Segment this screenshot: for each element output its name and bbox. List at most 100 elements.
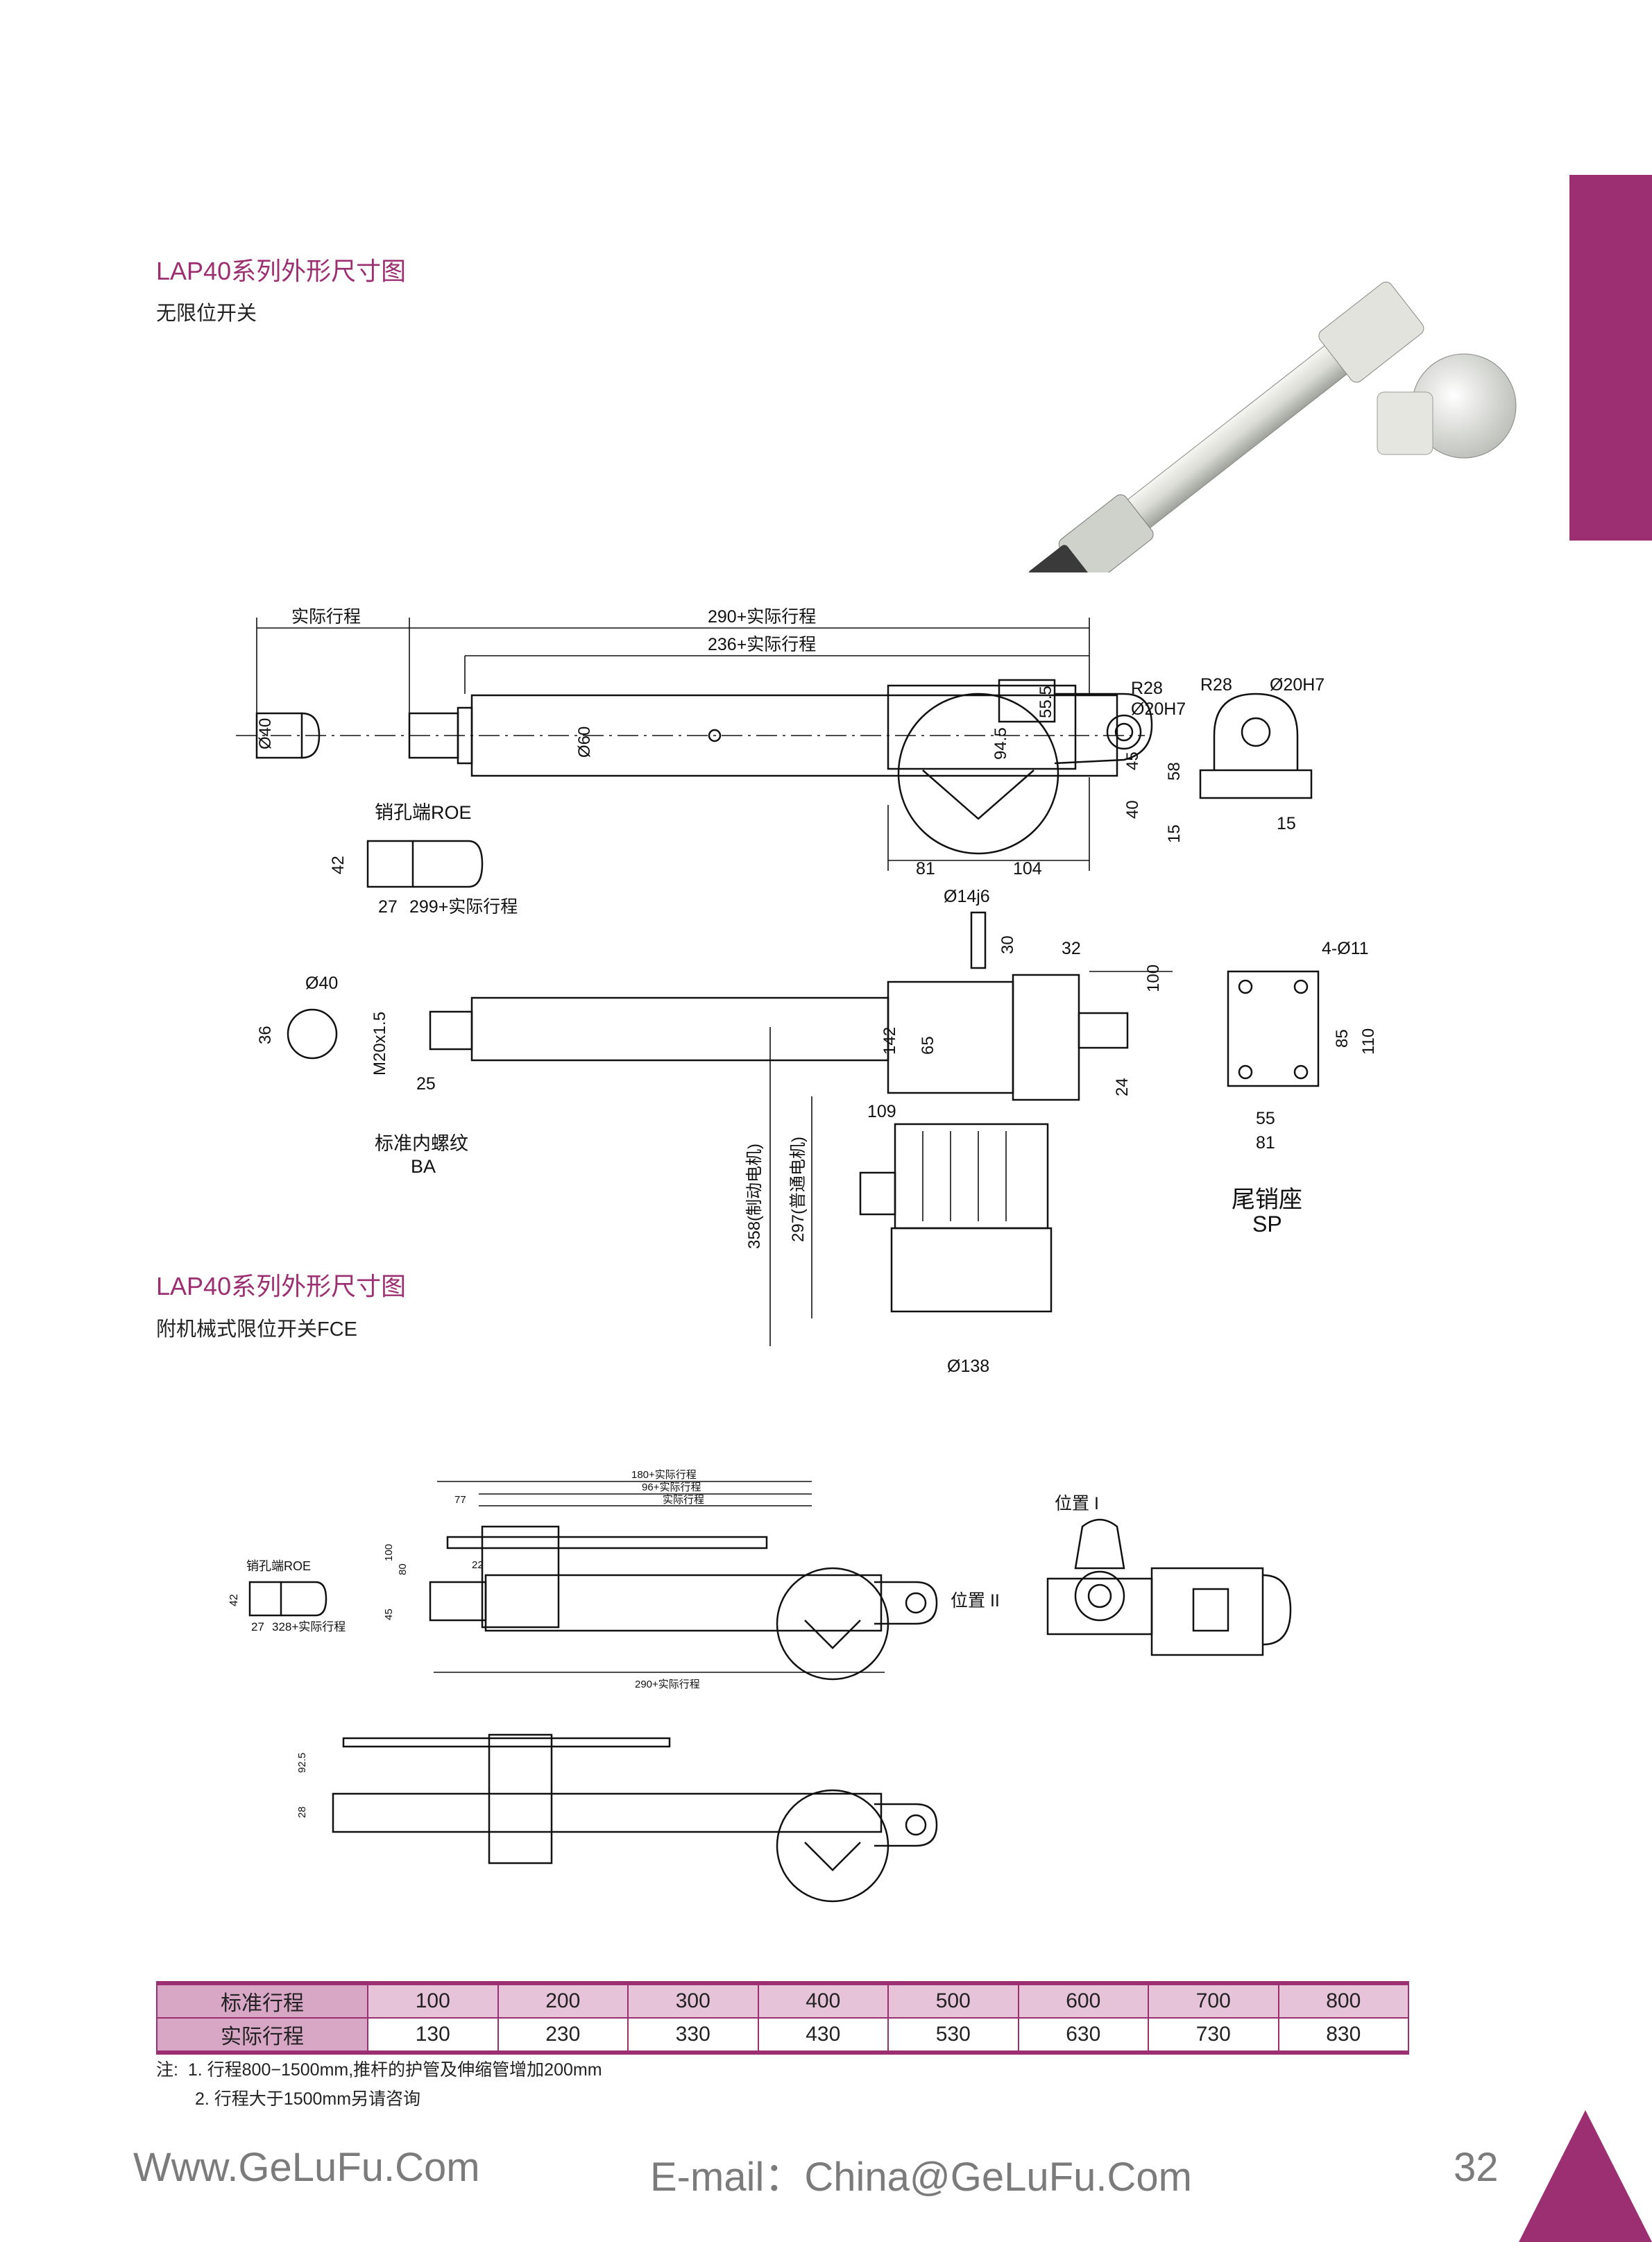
dim-15-a: 15 [1165,824,1184,843]
dim-d40: Ø40 [256,718,275,749]
note-2: 2. 行程大于1500mm另请咨询 [195,2089,421,2109]
ba-label: 标准内螺纹 [375,1133,468,1154]
d2-roe-27: 27 [251,1620,264,1633]
table-cell: 230 [497,2018,629,2053]
table-cell: 200 [497,1983,629,2019]
footer-website[interactable]: Www.GeLuFu.Com [133,2145,480,2190]
d2-96: 96+实际行程 [642,1481,701,1493]
dim-45: 45 [1123,751,1142,770]
dim-236: 236+实际行程 [708,635,816,654]
table-cell: 330 [627,2018,759,2053]
dim-358: 358(制动电机) [745,1144,764,1249]
table-cell: 500 [887,1983,1019,2019]
dim-945: 94.5 [991,727,1010,760]
section2-title: LAP40系列外形尺寸图 [156,1272,407,1300]
d2-45: 45 [383,1608,395,1620]
ba-code: BA [411,1156,436,1177]
table-cell: 700 [1148,1983,1279,2019]
table-row: 标准行程 100 200 300 400 500 600 700 800 [156,1983,1409,2019]
dim-290: 290+实际行程 [708,607,816,627]
d2-pos2: 位置 II [951,1591,1000,1611]
d2-22: 22 [472,1559,484,1571]
roe-label: 销孔端ROE [375,802,472,823]
dim-d138: Ø138 [947,1357,989,1376]
dim-104: 104 [1013,859,1042,878]
d2-roe-label: 销孔端ROE [246,1559,311,1573]
table-cell: 300 [627,1983,759,2019]
dim-142: 142 [880,1027,899,1055]
row-label: 标准行程 [156,1983,368,2019]
d2-925: 92.5 [296,1753,308,1773]
table-cell: 630 [1017,2018,1149,2053]
notes: 注: 1. 行程800−1500mm,推杆的护管及伸缩管增加200mm 2. 行… [156,2055,602,2114]
d2-80: 80 [397,1563,409,1575]
notes-prefix: 注: [156,2060,178,2080]
dim-d60: Ø60 [575,727,594,758]
section1-title: LAP40系列外形尺寸图 [156,257,407,285]
sp-81: 81 [1256,1133,1275,1153]
d2-100: 100 [383,1544,395,1561]
roe-299: 299+实际行程 [409,897,518,917]
table-cell: 730 [1148,2018,1279,2053]
dim-15-b: 15 [1277,814,1296,833]
section1-subtitle: 无限位开关 [156,303,257,325]
dim-297: 297(普通电机) [789,1137,808,1242]
sp-85: 85 [1333,1029,1352,1048]
stroke-table: 标准行程 100 200 300 400 500 600 700 800 实际行… [156,1981,1409,2055]
d2-pos1: 位置 I [1055,1494,1099,1513]
sp-holes: 4-Ø11 [1322,939,1369,958]
d2-28: 28 [296,1806,308,1818]
table-cell: 530 [887,2018,1019,2053]
dim-40: 40 [1123,800,1142,819]
dim-24: 24 [1113,1078,1132,1096]
ba-m20: M20x1.5 [371,1012,389,1076]
sp-55: 55 [1256,1109,1275,1128]
table-cell: 100 [367,1983,499,2019]
side-tab [1569,175,1652,541]
row-label: 实际行程 [156,2018,368,2053]
d2-stroke: 实际行程 [663,1494,704,1506]
dim-d20-a: Ø20H7 [1131,699,1186,719]
d2-180: 180+实际行程 [631,1469,697,1481]
dim-actual-stroke: 实际行程 [291,607,361,627]
footer-email[interactable]: E-mail：China@GeLuFu.Com [650,2155,1192,2200]
ba-25: 25 [416,1074,436,1094]
table-cell: 600 [1017,1983,1149,2019]
dim-r28-b: R28 [1200,675,1232,695]
dim-100: 100 [1144,965,1163,992]
d2-290: 290+实际行程 [635,1679,700,1690]
page-number: 32 [1454,2145,1499,2190]
dim-r28-a: R28 [1131,679,1163,698]
ba-36: 36 [256,1026,275,1044]
note-1: 1. 行程800−1500mm,推杆的护管及伸缩管增加200mm [187,2060,602,2080]
dim-109: 109 [867,1102,896,1121]
table-cell: 830 [1277,2018,1409,2053]
section2-subtitle: 附机械式限位开关FCE [156,1318,358,1341]
dim-32: 32 [1062,939,1081,958]
table-cell: 400 [757,1983,889,2019]
dimension-drawing-1: 实际行程 290+实际行程 236+实际行程 Ø40 Ø60 94.5 55.5… [236,607,1378,1376]
d2-roe-42: 42 [228,1594,240,1606]
dim-81: 81 [916,859,935,878]
table-cell: 130 [367,2018,499,2053]
sp-code: SP [1252,1212,1282,1237]
sp-label: 尾销座 [1232,1187,1302,1213]
dimension-drawing-2: 180+实际行程 96+实际行程 77 实际行程 100 80 22 45 29… [228,1469,1292,1903]
dim-d14: Ø14j6 [944,887,990,906]
page-corner-triangle [1519,2110,1652,2242]
table-cell: 430 [757,2018,889,2053]
dim-65: 65 [919,1036,937,1055]
ba-d40: Ø40 [305,974,338,993]
product-photo [1028,281,1517,572]
sp-110: 110 [1359,1028,1378,1055]
dim-d20-b: Ø20H7 [1270,675,1325,695]
d2-77: 77 [454,1494,466,1506]
roe-27: 27 [378,897,398,917]
dim-555: 55.5 [1037,686,1055,718]
roe-42: 42 [329,856,348,874]
dim-30: 30 [998,935,1017,954]
d2-roe-328: 328+实际行程 [272,1620,346,1633]
dim-58: 58 [1165,762,1184,781]
table-cell: 800 [1277,1983,1409,2019]
table-row: 实际行程 130 230 330 430 530 630 730 830 [156,2018,1409,2053]
